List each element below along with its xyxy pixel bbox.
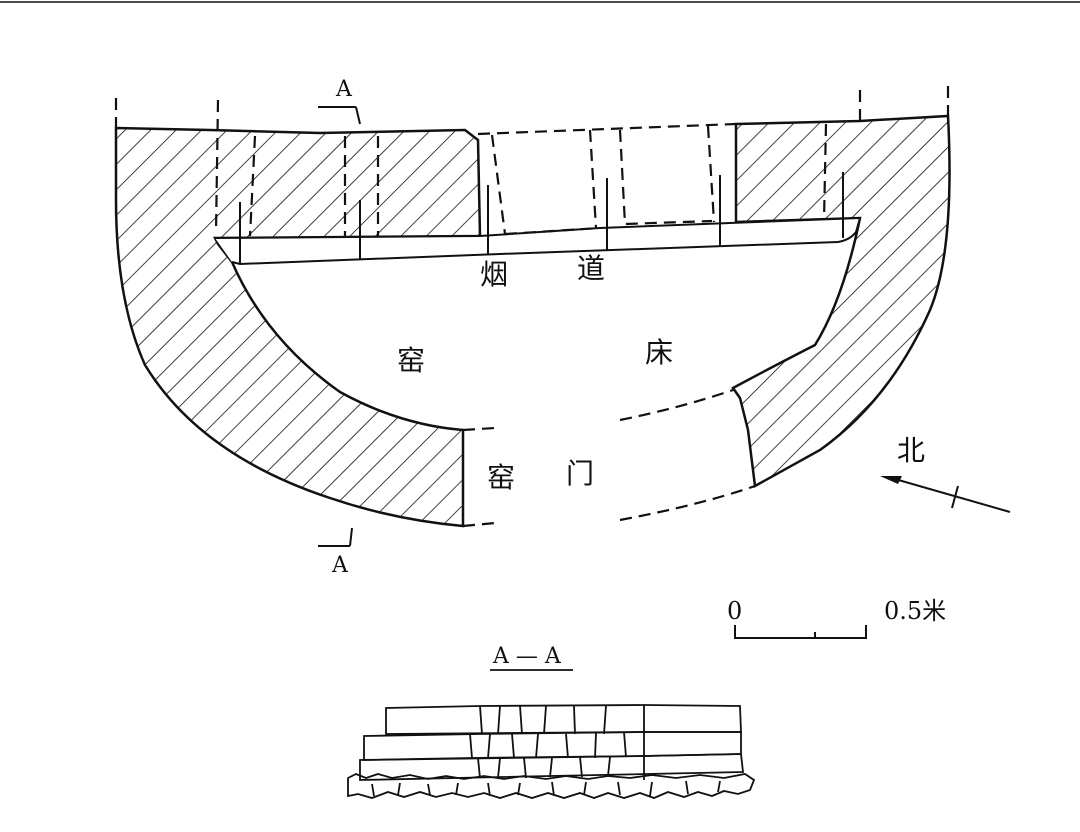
kiln-bed-label-2: 床 [645,336,673,369]
north-label: 北 [897,434,925,467]
dashed-flue-openings [114,86,950,528]
section-marker-bottom-label: A [331,553,349,578]
section-marker-top-label: A [335,77,353,102]
section-marker-top [318,106,361,125]
section-a-a-drawing [347,704,756,799]
section-title: A — A [492,644,562,669]
flue-label-1: 烟 [480,258,508,291]
kiln-bed-label-1: 窑 [397,344,425,377]
scale-bar [734,625,867,639]
flue-label-2: 道 [577,252,605,285]
left-wall-hatched [114,126,482,528]
kiln-door-label-1: 窑 [487,461,515,494]
kiln-door-label-2: 门 [566,457,594,490]
north-arrow [880,476,1011,513]
flue-ticks [239,172,844,264]
scale-end-label: 0.5米 [884,597,946,625]
right-wall-hatched [731,114,951,488]
flue-base-bar [214,216,862,266]
scale-start-label: 0 [727,597,742,625]
section-marker-bottom [318,527,353,547]
